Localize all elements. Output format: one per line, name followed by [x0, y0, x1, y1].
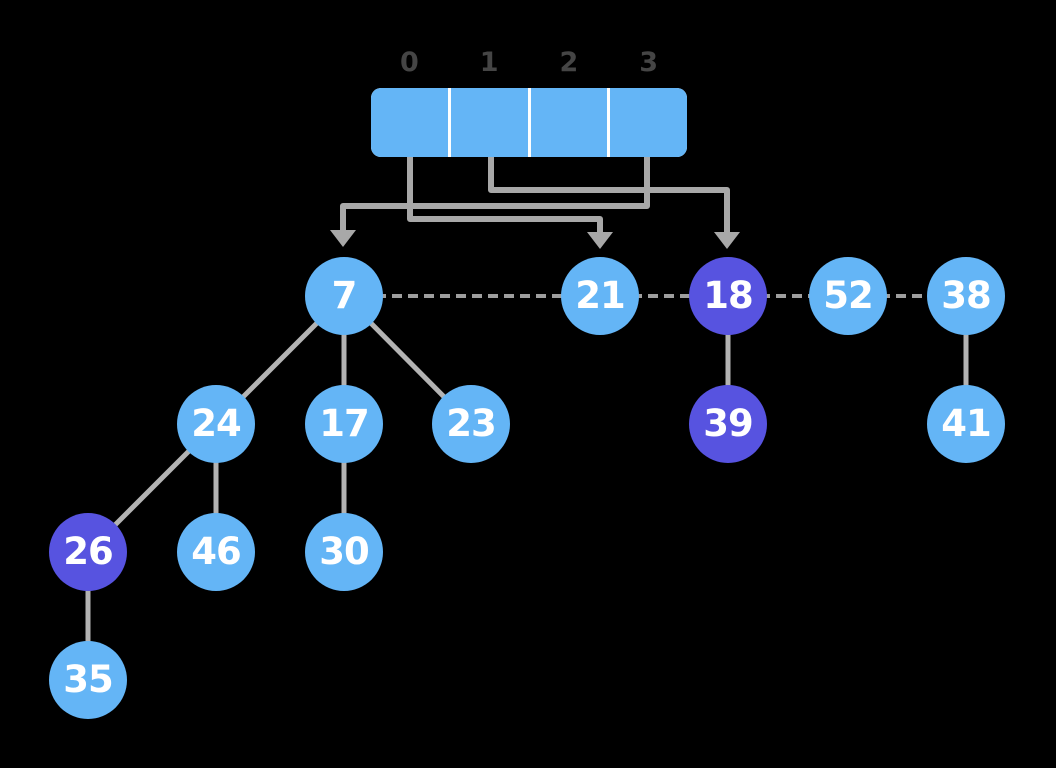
array-index-label-3: 3 — [639, 47, 659, 78]
array-index-row: 0 1 2 3 — [371, 48, 687, 78]
heap-node-24: 24 — [177, 385, 255, 463]
arrow-cell3-to-7 — [340, 154, 650, 234]
array-cell-0 — [371, 88, 448, 157]
array-index-label-0: 0 — [399, 47, 419, 78]
heap-node-38: 38 — [927, 257, 1005, 335]
heap-node-18: 18 — [689, 257, 767, 335]
tree-edges — [85, 293, 969, 683]
array-index-label-1: 1 — [479, 47, 499, 78]
heap-node-46: 46 — [177, 513, 255, 591]
array-cell-3 — [610, 88, 687, 157]
arrow-cell0-to-21 — [407, 154, 603, 236]
heap-node-41: 41 — [927, 385, 1005, 463]
arrowhead-7-icon — [330, 230, 356, 247]
array-cell-1 — [450, 88, 528, 157]
heap-node-52: 52 — [809, 257, 887, 335]
heap-node-39: 39 — [689, 385, 767, 463]
heap-node-21: 21 — [561, 257, 639, 335]
arrowhead-18-icon — [714, 232, 740, 249]
heap-node-26: 26 — [49, 513, 127, 591]
bucket-array — [371, 88, 687, 157]
arrowhead-21-icon — [587, 232, 613, 249]
heap-node-35: 35 — [49, 641, 127, 719]
array-pointer-arrows — [330, 154, 740, 249]
heap-node-7: 7 — [305, 257, 383, 335]
heap-node-30: 30 — [305, 513, 383, 591]
array-index-label-2: 2 — [559, 47, 579, 78]
heap-node-17: 17 — [305, 385, 383, 463]
heap-node-23: 23 — [432, 385, 510, 463]
array-cell-2 — [530, 88, 608, 157]
arrow-cell1-to-18 — [488, 154, 730, 236]
